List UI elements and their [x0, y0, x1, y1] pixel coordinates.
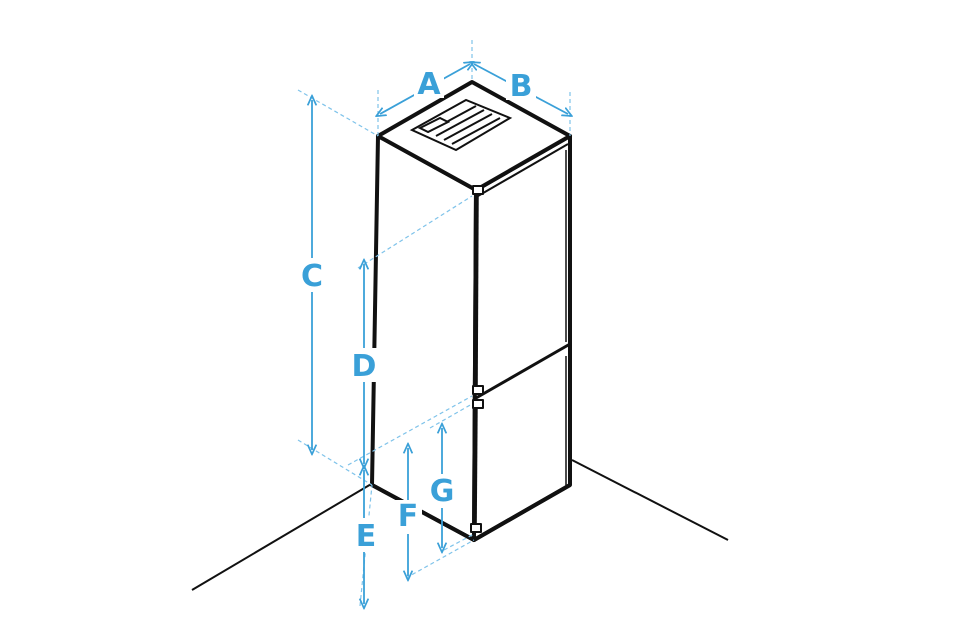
- upper-door-edge: [477, 143, 569, 197]
- floor-line-left: [191, 479, 379, 591]
- fridge-side-panel: [370, 134, 478, 542]
- label-d: D: [352, 349, 377, 384]
- middle-hinge-upper: [472, 385, 484, 395]
- top-hinge: [472, 185, 484, 195]
- fridge: [370, 80, 572, 542]
- upper-door-left-edge: [476, 195, 479, 393]
- middle-hinge-lower: [472, 399, 484, 409]
- label-c: C: [301, 259, 323, 294]
- floor-line-right: [571, 459, 729, 541]
- label-b: B: [510, 69, 533, 104]
- dimension-labels: A B C D E F G: [298, 67, 536, 554]
- room-corner: [191, 459, 729, 591]
- label-a: A: [417, 67, 441, 102]
- bottom-hinge: [470, 523, 482, 533]
- label-e: E: [356, 519, 377, 554]
- label-f: F: [398, 499, 419, 534]
- fridge-front-panel: [472, 134, 572, 542]
- door-gap: [475, 342, 571, 400]
- label-g: G: [430, 474, 455, 509]
- lower-door-left-edge: [475, 403, 478, 533]
